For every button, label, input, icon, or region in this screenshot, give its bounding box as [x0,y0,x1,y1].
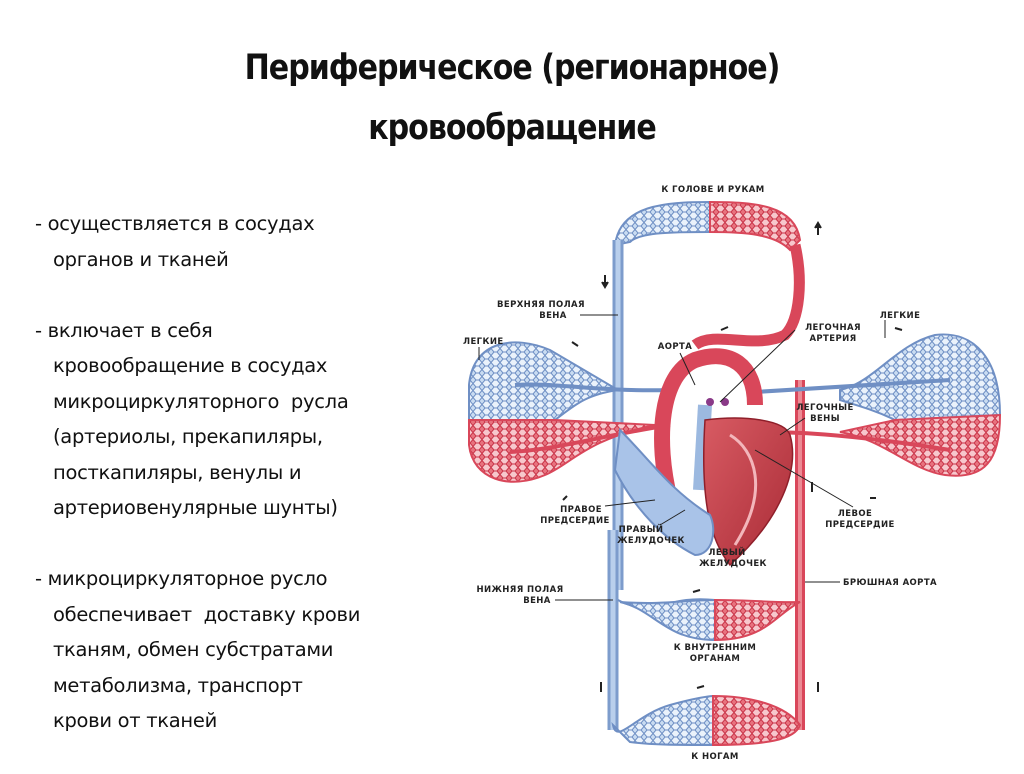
arrow-up-icon [814,221,822,235]
bullet-line: тканям, обмен субстратами [53,638,334,661]
aorta-to-head [691,243,805,350]
left-lung [468,341,671,483]
label-internal-organs-1: К ВНУТРЕННИМ [674,643,757,653]
label-pulmonary-artery-2: АРТЕРИЯ [809,334,856,344]
label-aorta: АОРТА [658,342,692,352]
circulation-diagram: К ГОЛОВЕ И РУКАМ ВЕРХНЯЯ ПОЛАЯ ВЕНА ЛЕГК… [463,185,1002,762]
bullet-list: - осуществляется в сосудах органов и тка… [35,206,455,774]
bullet-line: - микроциркуляторное русло [35,567,328,590]
label-abdominal-aorta: БРЮШНАЯ АОРТА [843,578,937,588]
arrow-icon [571,341,579,347]
label-right-atrium-1: ПРАВОЕ [560,505,602,515]
label-left-atrium-2: ПРЕДСЕРДИЕ [825,520,895,530]
label-pulmonary-artery-1: ЛЕГОЧНАЯ [805,323,861,333]
bullet-item-2: - включает в себя кровообращение в сосуд… [35,313,455,526]
bullet-line: метаболизма, транспорт [53,673,303,697]
bullet-line: посткапиляры, венулы и [53,460,302,484]
bullet-line: - осуществляется в сосудах [35,212,315,235]
head-arms-capillaries [613,200,802,252]
bullet-line: органов и тканей [53,247,229,271]
label-pulmonary-veins-2: ВЕНЫ [810,414,840,424]
bullet-line: артериовенулярные шунты) [53,496,338,519]
slide-title-line-1: Периферическое (регионарное) [244,48,781,88]
label-lungs-left: ЛЕГКИЕ [463,337,504,347]
label-inferior-vena-cava-1: НИЖНЯЯ ПОЛАЯ [476,585,563,595]
label-right-ventricle-2: ЖЕЛУДОЧЕК [617,536,685,546]
label-right-ventricle-1: ПРАВЫЙ [619,523,664,535]
bullet-line: микроциркуляторного русла [53,389,349,413]
bullet-line: кровообращение в сосудах [53,354,328,377]
label-right-atrium-2: ПРЕДСЕРДИЕ [540,516,610,526]
bullet-line: (артериолы, прекапиляры, [53,425,323,448]
arrow-icon [894,327,903,331]
arrow-left-icon [696,685,705,689]
label-legs: К НОГАМ [691,752,739,762]
right-lung [754,333,1002,477]
label-internal-organs-2: ОРГАНАМ [690,654,740,664]
arrow-right-icon [720,326,729,331]
leader-lines [478,314,886,601]
label-pulmonary-veins-1: ЛЕГОЧНЫЕ [796,403,853,413]
slide-title: Периферическое (регионарное) кровообраще… [72,38,953,158]
label-lungs-right: ЛЕГКИЕ [880,311,921,321]
arrow-down-icon [601,275,609,289]
label-left-ventricle-1: ЛЕВЫЙ [708,546,745,558]
label-superior-vena-cava-1: ВЕРХНЯЯ ПОЛАЯ [497,300,585,310]
arrow-icon [562,495,568,501]
heart [613,348,794,567]
bullet-line: крови от тканей [53,709,217,732]
bullet-item-3: - микроциркуляторное русло обеспечивает … [35,561,455,739]
slide-title-line-2: кровообращение [368,108,657,148]
label-superior-vena-cava-2: ВЕНА [539,311,567,321]
label-head-arms: К ГОЛОВЕ И РУКАМ [661,185,764,195]
bullet-item-1: - осуществляется в сосудах органов и тка… [35,206,455,277]
label-left-ventricle-2: ЖЕЛУДОЧЕК [699,559,767,569]
legs-capillaries [611,694,802,747]
label-left-atrium-1: ЛЕВОЕ [838,509,872,519]
internal-organs-capillaries [617,598,801,642]
bullet-line: обеспечивает доставку крови [53,602,361,626]
arrow-left-icon [692,589,701,593]
label-inferior-vena-cava-2: ВЕНА [523,596,551,606]
bullet-line: - включает в себя [35,318,213,342]
